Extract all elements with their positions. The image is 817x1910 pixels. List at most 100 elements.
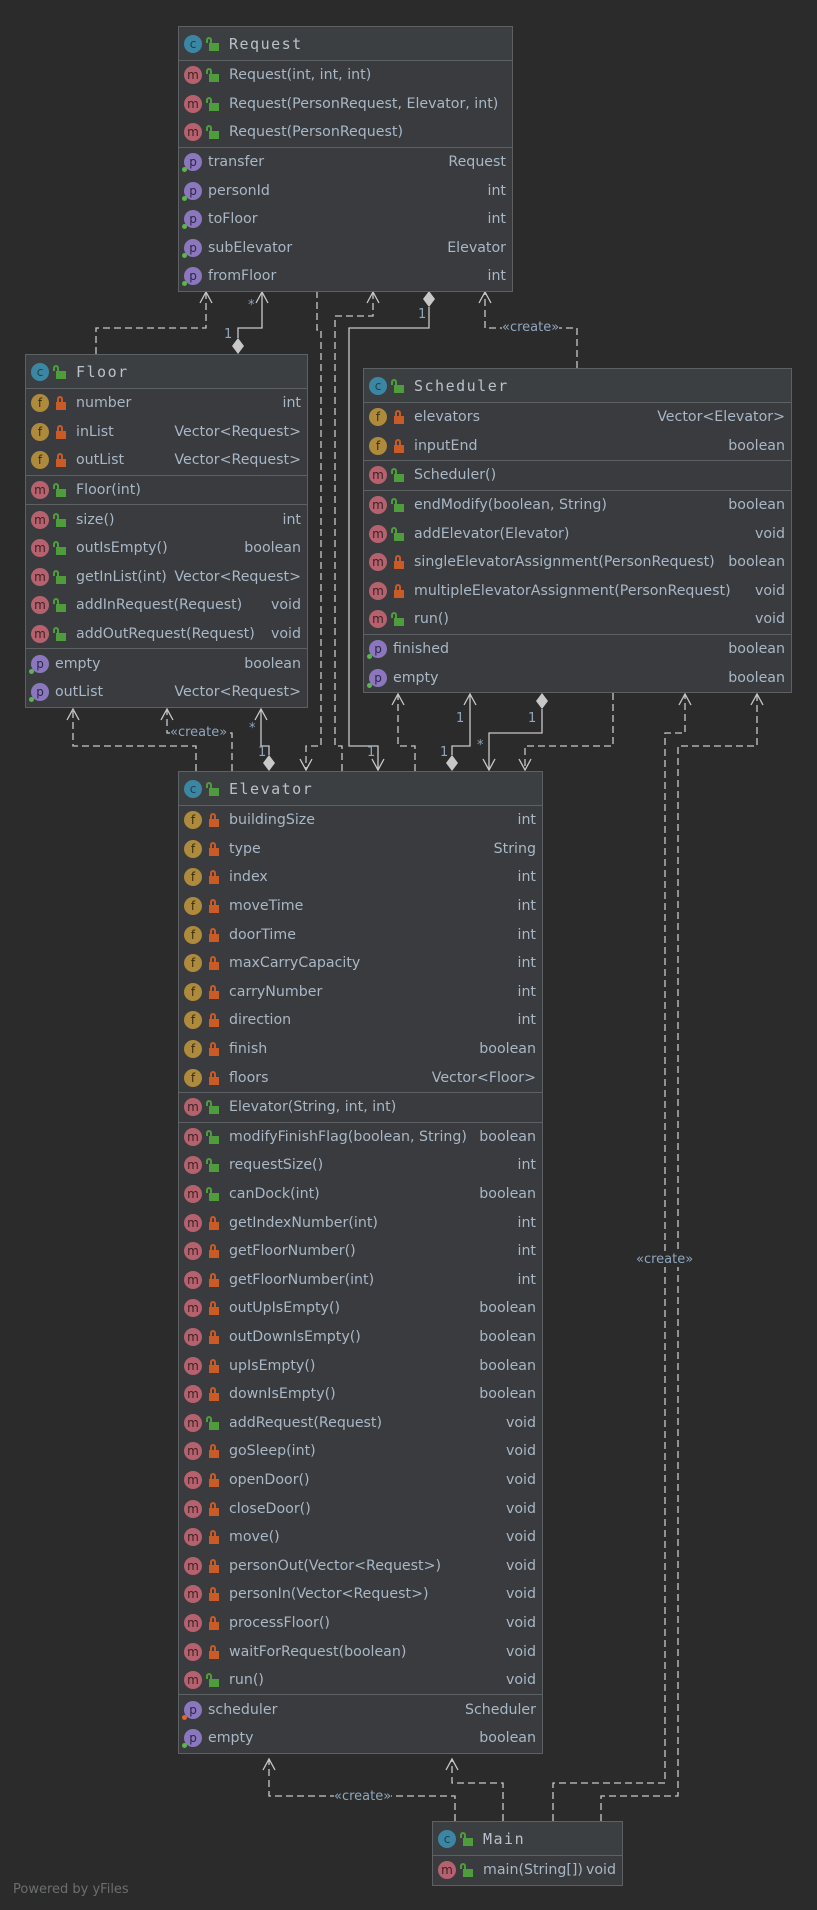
member-name: requestSize() (229, 1157, 324, 1174)
property-icon: p (29, 654, 49, 674)
member-type: void (505, 1471, 536, 1488)
member-name: Floor(int) (76, 482, 141, 499)
member-type: int (517, 898, 537, 915)
field-icon: f (184, 897, 202, 916)
member-name: Request(int, int, int) (229, 67, 372, 84)
member-type: boolean (479, 1300, 536, 1317)
field-icon: f (369, 436, 387, 455)
member-row[interactable]: m Scheduler() (364, 461, 791, 490)
public-lock-icon (391, 612, 404, 627)
method-icon: m (369, 581, 387, 600)
method-icon: m (184, 1270, 202, 1289)
edge-main-elevator-dependency (451, 1760, 504, 1821)
member-name: empty (393, 669, 439, 686)
field-icon: f (184, 925, 202, 944)
member-name: personId (208, 182, 270, 199)
arrowhead (482, 758, 496, 772)
visibility-dot-icon (367, 682, 372, 688)
member-type: boolean (728, 437, 785, 454)
member-name: outList (76, 452, 125, 469)
arrowhead (299, 758, 313, 772)
member-type: boolean (728, 497, 785, 514)
private-lock-icon (209, 1587, 219, 1602)
field-icon: f (184, 954, 202, 973)
multiplicity-label: * (477, 738, 484, 753)
member-name: scheduler (208, 1701, 278, 1718)
member-type: Vector<Floor> (431, 1069, 536, 1086)
method-icon: m (369, 466, 387, 485)
member-name: outDownIsEmpty() (229, 1328, 361, 1345)
public-lock-icon (206, 36, 219, 51)
member-name: Scheduler() (414, 467, 497, 484)
